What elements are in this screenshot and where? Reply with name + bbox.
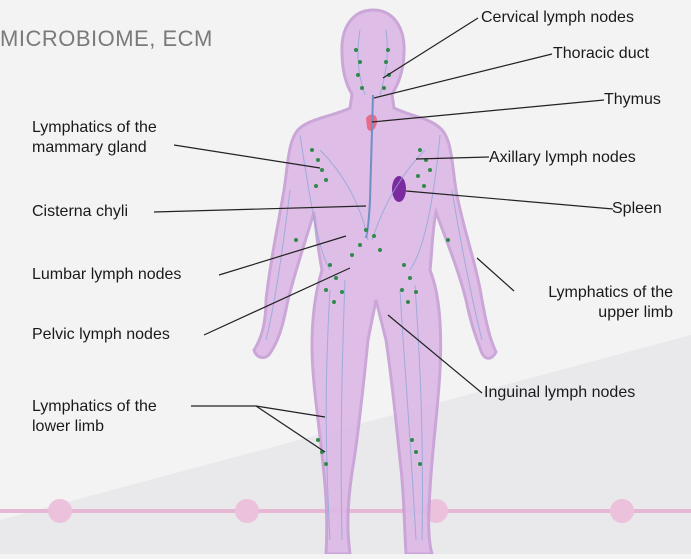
label-spleen: Spleen (612, 199, 662, 219)
label-pelvic-lymph-nodes: Pelvic lymph nodes (32, 325, 170, 345)
timeline-dot[interactable] (48, 499, 72, 523)
label-mammary-line1: Lymphatics of the (32, 118, 157, 138)
label-upper-limb-line1: Lymphatics of the (515, 283, 673, 303)
label-axillary-lymph-nodes: Axillary lymph nodes (489, 148, 636, 168)
leader-upper-limb (477, 258, 514, 291)
label-upper-limb: Lymphatics of the upper limb (515, 283, 673, 323)
label-inguinal-lymph-nodes: Inguinal lymph nodes (484, 383, 635, 403)
label-lumbar-lymph-nodes: Lumbar lymph nodes (32, 265, 181, 285)
label-upper-limb-line2: upper limb (515, 303, 673, 323)
label-lower-limb-line1: Lymphatics of the (32, 397, 157, 417)
label-mammary: Lymphatics of the mammary gland (32, 118, 157, 158)
label-thoracic-duct: Thoracic duct (553, 44, 649, 64)
spleen-shape (392, 176, 406, 202)
timeline-dot[interactable] (235, 499, 259, 523)
label-lower-limb-line2: lower limb (32, 417, 157, 437)
label-cisterna-chyli: Cisterna chyli (32, 202, 128, 222)
leader-lower-limb-a (256, 406, 325, 417)
label-lower-limb: Lymphatics of the lower limb (32, 397, 157, 437)
leader-thymus (372, 100, 604, 122)
timeline-dot[interactable] (610, 499, 634, 523)
label-cervical-lymph-nodes: Cervical lymph nodes (481, 8, 634, 28)
label-mammary-line2: mammary gland (32, 138, 157, 158)
label-thymus: Thymus (604, 90, 661, 110)
page-title: MICROBIOME, ECM (0, 26, 213, 52)
